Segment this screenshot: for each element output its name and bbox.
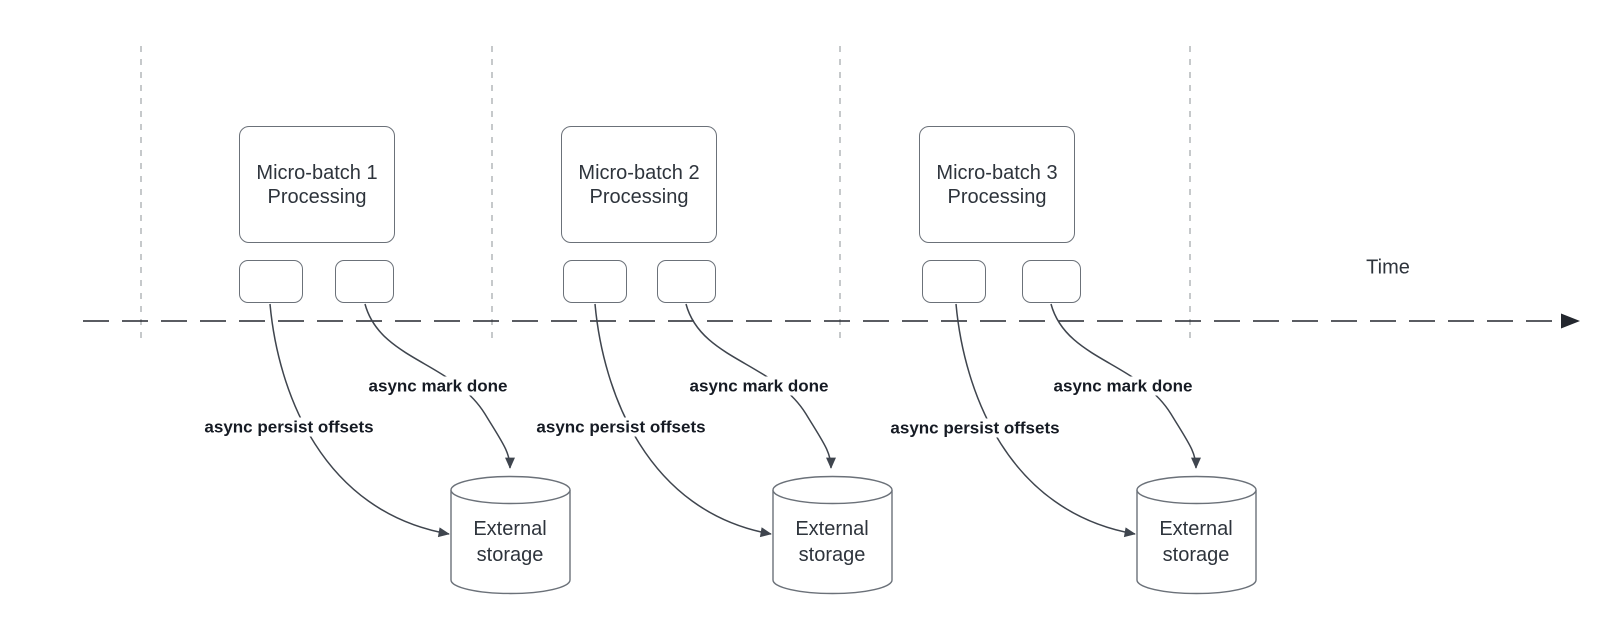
task-rect-2b (657, 260, 716, 303)
micro-batch-1-box: Micro-batch 1 Processing (239, 126, 395, 243)
storage-cylinder-shape-3 (1136, 475, 1257, 595)
micro-batch-3-label-line1: Micro-batch 3 (936, 161, 1058, 184)
persist-offsets-label-1: async persist offsets (201, 417, 377, 437)
micro-batch-2-label-line2: Processing (589, 185, 689, 208)
external-storage-label-1: External storage (473, 518, 547, 566)
micro-batch-2-box: Micro-batch 2 Processing (561, 126, 717, 243)
persist-offsets-arrow-1 (269, 303, 450, 538)
persist-offsets-arrow-3 (955, 303, 1136, 538)
storage-cylinder-shape-1 (450, 475, 571, 595)
persist-offsets-label-2: async persist offsets (533, 417, 709, 437)
task-rect-1a (239, 260, 303, 303)
external-storage-label-3: External storage (1159, 518, 1233, 566)
micro-batch-1-label-line2: Processing (267, 185, 367, 208)
micro-batch-2-label-line1: Micro-batch 2 (578, 161, 700, 184)
mark-done-label-3: async mark done (1050, 376, 1196, 396)
task-rect-3a (922, 260, 986, 303)
task-rect-1b (335, 260, 394, 303)
persist-offsets-arrow-2 (594, 303, 772, 538)
micro-batch-3-box: Micro-batch 3 Processing (919, 126, 1075, 243)
mark-done-label-1: async mark done (365, 376, 511, 396)
storage-cylinder-shape-2 (772, 475, 893, 595)
time-axis-label: Time (1366, 256, 1410, 279)
external-storage-label-2: External storage (795, 518, 869, 566)
task-rect-3b (1022, 260, 1081, 303)
micro-batch-3-label-line2: Processing (947, 185, 1047, 208)
persist-offsets-label-3: async persist offsets (887, 418, 1063, 438)
time-axis-arrowhead-icon (1561, 313, 1580, 329)
mark-done-label-2: async mark done (686, 376, 832, 396)
task-rect-2a (563, 260, 627, 303)
micro-batch-1-label-line1: Micro-batch 1 (256, 161, 378, 184)
